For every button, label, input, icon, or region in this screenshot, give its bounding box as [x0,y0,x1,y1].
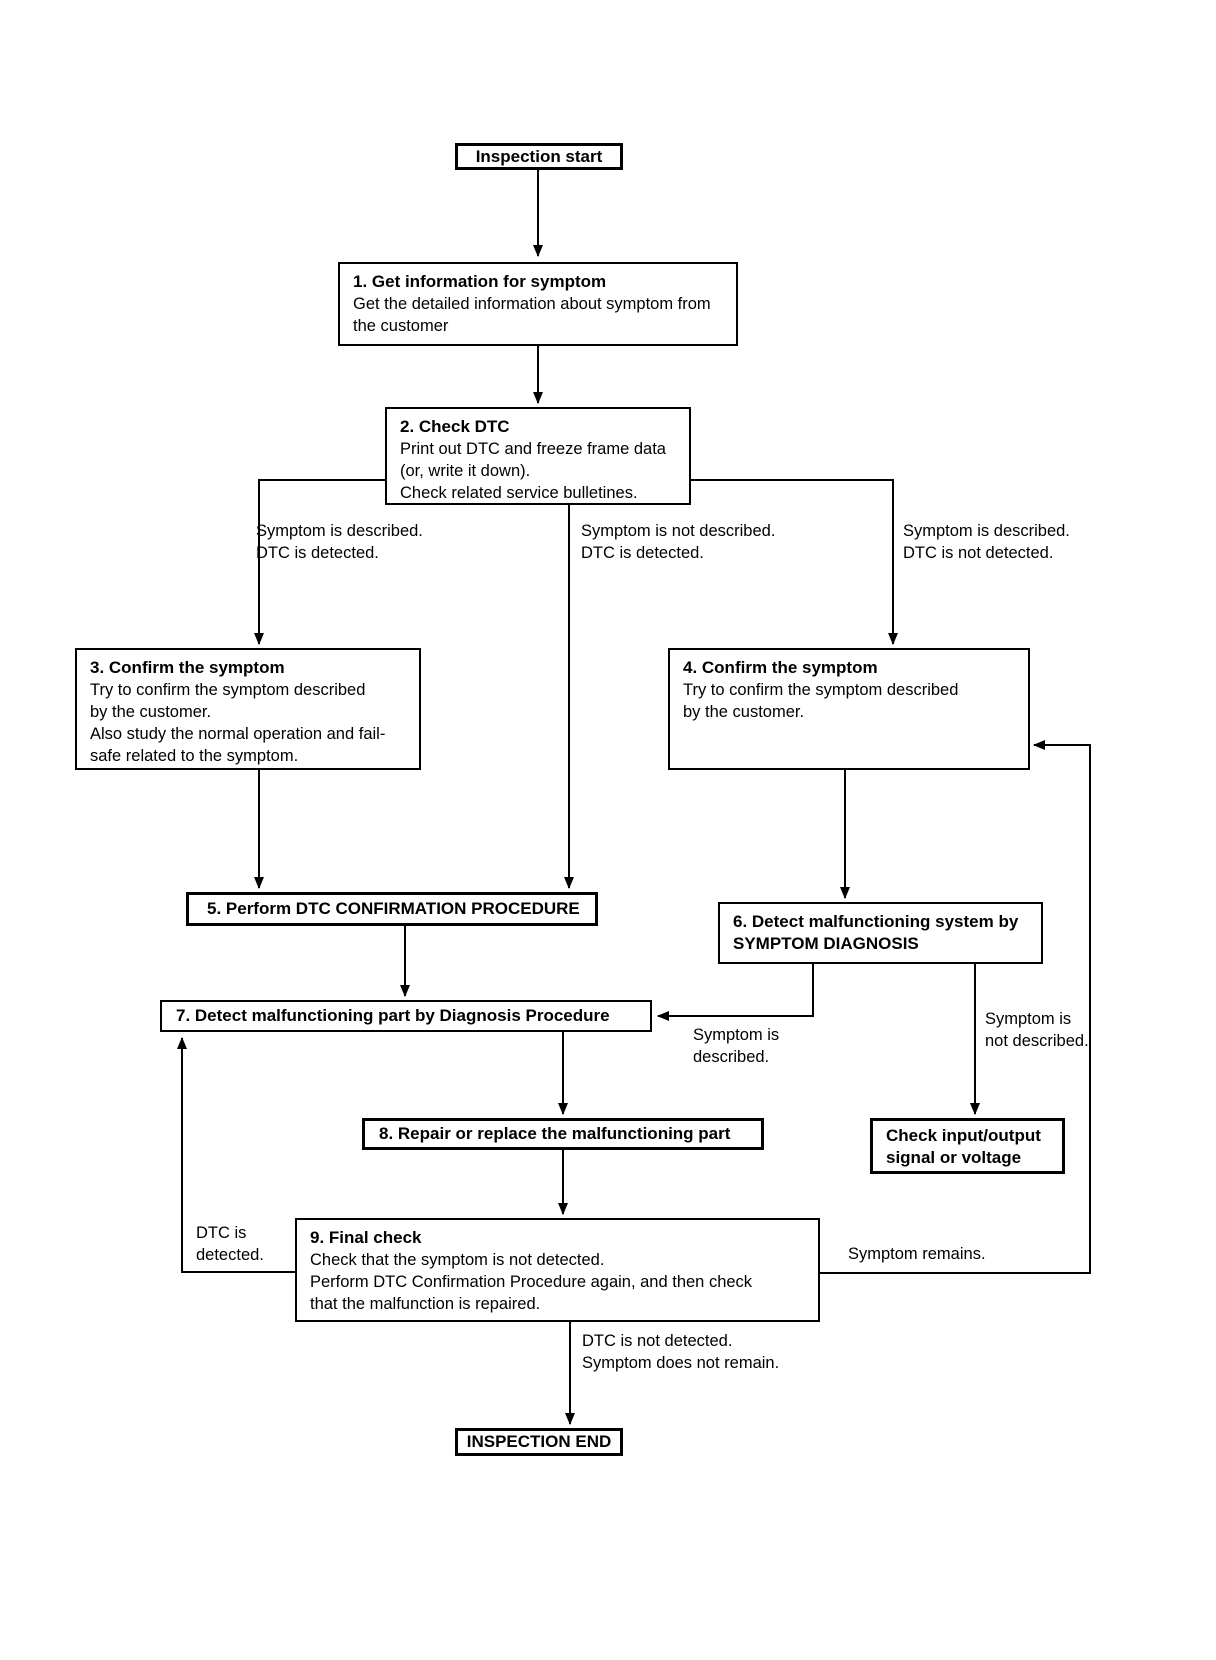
edge-label-symptom-described-dtc-detected: Symptom is described. DTC is detected. [256,522,423,562]
edge-label-symptom-remains: Symptom remains. [848,1245,986,1263]
node-check-input-output: Check input/output signal or voltage [870,1118,1065,1174]
node-1-get-information: 1. Get information for symptom Get the d… [338,262,738,346]
node-9-title: 9. Final check [310,1228,422,1247]
edge-label-dtc-not-detected: DTC is not detected. Symptom does not re… [582,1332,780,1372]
node-inspection-start: Inspection start [455,143,623,170]
node-8-repair-or-replace: 8. Repair or replace the malfunctioning … [362,1118,764,1150]
node-6-title: 6. Detect malfunctioning system by SYMPT… [733,912,1019,953]
edge-2-to-4-right-branch [691,479,898,645]
node-8-title: 8. Repair or replace the malfunctioning … [379,1124,731,1143]
node-inspection-end: INSPECTION END [455,1428,623,1456]
node-3-confirm-symptom: 3. Confirm the symptom Try to confirm th… [75,648,421,770]
node-9-final-check: 9. Final check Check that the symptom is… [295,1218,820,1322]
edge-9-to-4-symptom-remains-loop [820,740,1091,1274]
node-check-input-output-title: Check input/output signal or voltage [886,1126,1041,1167]
node-6-detect-malfunctioning-system: 6. Detect malfunctioning system by SYMPT… [718,902,1043,964]
node-inspection-end-label: INSPECTION END [466,1432,612,1451]
edge-2-to-3-left-branch [254,479,385,645]
edge-6-to-7-symptom-described [657,964,814,1021]
node-4-body: Try to confirm the symptom described by … [683,681,959,721]
node-5-title: 5. Perform DTC CONFIRMATION PROCEDURE [207,899,580,918]
edge-9-to-7-dtc-detected-loop [177,1037,295,1273]
node-1-title: 1. Get information for symptom [353,272,607,291]
edge-label-symptom-described-dtc-not-detected: Symptom is described. DTC is not detecte… [903,522,1070,562]
node-3-title: 3. Confirm the symptom [90,658,285,677]
node-9-body: Check that the symptom is not detected. … [310,1251,753,1313]
node-7-title: 7. Detect malfunctioning part by Diagnos… [176,1006,610,1025]
node-2-check-dtc: 2. Check DTC Print out DTC and freeze fr… [385,407,691,505]
node-4-confirm-symptom: 4. Confirm the symptom Try to confirm th… [668,648,1030,770]
node-5-dtc-confirmation-procedure: 5. Perform DTC CONFIRMATION PROCEDURE [186,892,598,926]
node-7-detect-malfunctioning-part: 7. Detect malfunctioning part by Diagnos… [160,1000,652,1032]
edge-label-dtc-is-detected: DTC is detected. [196,1224,264,1264]
node-inspection-start-label: Inspection start [475,146,603,166]
node-1-body: Get the detailed information about sympt… [353,295,711,335]
edge-label-symptom-not-described-dtc-detected: Symptom is not described. DTC is detecte… [581,522,776,562]
node-3-body: Try to confirm the symptom described by … [90,681,386,765]
edge-label-symptom-is-not-described: Symptom is not described. [985,1010,1089,1050]
node-2-title: 2. Check DTC [400,417,510,436]
edge-label-symptom-is-described: Symptom is described. [693,1026,780,1066]
node-4-title: 4. Confirm the symptom [683,658,878,677]
node-2-body: Print out DTC and freeze frame data (or,… [400,440,666,502]
